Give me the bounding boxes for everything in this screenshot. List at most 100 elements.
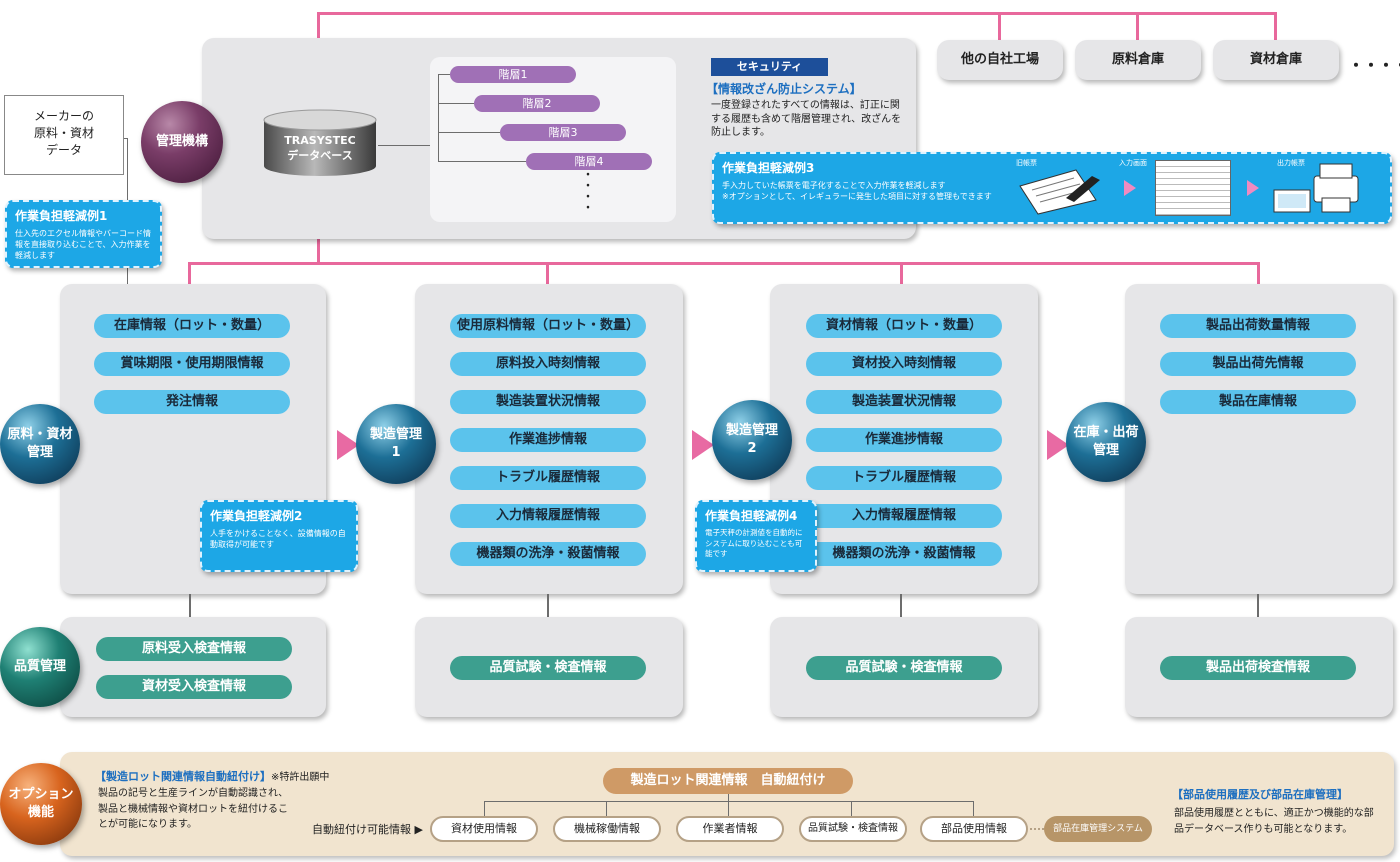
hierarchy-level-4: 階層4 (526, 153, 652, 170)
stage4-item: 製品出荷数量情報 (1160, 314, 1356, 338)
stem (547, 594, 549, 618)
stage2-item: 原料投入時刻情報 (450, 352, 646, 376)
callout-workload-4: 作業負担軽減例4 電子天秤の計測値を自動的にシステムに取り込むことも可能です (695, 500, 817, 572)
stage3-item: 作業進捗情報 (806, 428, 1002, 452)
tree-branch-3 (438, 132, 500, 133)
option-item: 機械稼働情報 (553, 816, 661, 842)
stage3-item: 資材投入時刻情報 (806, 352, 1002, 376)
stem (1257, 594, 1259, 618)
callout-workload-1: 作業負担軽減例1 仕入先のエクセル情報やバーコード情報を直接取り込むことで、入力… (5, 200, 162, 268)
printer-computer-icon (1273, 163, 1359, 213)
callout-3-label-old: 旧帳票 (1016, 159, 1037, 167)
manufacturer-connector (124, 138, 128, 139)
stage1-item: 在庫情報（ロット・数量） (94, 314, 290, 338)
option-root-pill: 製造ロット関連情報 自動紐付け (603, 768, 853, 794)
stage3-item: 製造装置状況情報 (806, 390, 1002, 414)
option-right-title: 【部品使用履歴及び部品在庫管理】 (1172, 788, 1348, 801)
stage2-item: 入力情報履歴情報 (450, 504, 646, 528)
option-body: 製品の記号と生産ラインが自動認識され、製品と機械情報や資材ロットを紐付けることが… (98, 788, 289, 830)
database-cylinder (263, 109, 377, 176)
callout-1-title: 作業負担軽減例1 (15, 209, 108, 223)
option-tree-leg (606, 801, 607, 817)
option-title: 【製造ロット関連情報自動紐付け】※特許出願中 (95, 768, 329, 784)
quality-item: 原料受入検査情報 (96, 637, 292, 661)
security-badge: セキュリティ (711, 58, 828, 76)
option-note: ※特許出願中 (271, 772, 330, 783)
database-subtitle: データベース (287, 148, 353, 162)
flow-arrow-icon (337, 430, 359, 460)
stem (189, 594, 191, 618)
manufacturer-box: メーカーの 原料・資材 データ (4, 95, 124, 175)
locations-more: ・・・・・ (1348, 56, 1400, 75)
location-raw-warehouse: 原料倉庫 (1075, 40, 1201, 80)
callout-3-body: 手入力していた帳票を電子化することで入力作業を軽減します ※オプションとして、イ… (722, 181, 992, 202)
option-tree-trunk (728, 794, 729, 802)
tree-branch-4 (438, 161, 526, 162)
paper-form-icon (1019, 169, 1100, 215)
option-right-body: 部品使用履歴とともに、適正かつ機能的な部品データベース作りも可能となります。 (1174, 808, 1374, 835)
callout-1-body: 仕入先のエクセル情報やバーコード情報を直接取り込むことで、入力作業を軽減します (15, 229, 151, 261)
manufacturer-line2: 原料・資材 (33, 125, 94, 140)
stage3-item: 入力情報履歴情報 (806, 504, 1002, 528)
stage2-item: 使用原料情報（ロット・数量） (450, 314, 646, 338)
stage-sphere-shipping: 在庫・出荷 管理 (1066, 402, 1146, 482)
arrow-icon (1247, 180, 1259, 196)
stage3-item: 資材情報（ロット・数量） (806, 314, 1002, 338)
top-connector-line (317, 12, 1277, 15)
stage2-item: トラブル履歴情報 (450, 466, 646, 490)
quality-panel-1 (60, 617, 326, 717)
option-item: 部品使用情報 (920, 816, 1028, 842)
option-item: 作業者情報 (676, 816, 784, 842)
link-material-warehouse (1274, 12, 1277, 42)
quality-item: 品質試験・検査情報 (450, 656, 646, 680)
quality-item: 製品出荷検査情報 (1160, 656, 1356, 680)
hierarchy-level-1: 階層1 (450, 66, 576, 83)
manufacturer-line3: データ (45, 142, 82, 157)
flow-arrow-icon (1047, 430, 1069, 460)
quality-sphere: 品質管理 (0, 627, 80, 707)
input-screen-icon (1155, 160, 1231, 216)
stage1-item: 発注情報 (94, 390, 290, 414)
hierarchy-level-3: 階層3 (500, 124, 626, 141)
callout-4-body: 電子天秤の計測値を自動的にシステムに取り込むことも可能です (705, 528, 803, 558)
callout-4-title: 作業負担軽減例4 (705, 509, 798, 523)
callout-2-body: 人手をかけることなく、設備情報の自動取得が可能です (210, 529, 346, 550)
option-item: 資材使用情報 (430, 816, 538, 842)
option-tree-leg (728, 801, 729, 817)
option-title-text: 【製造ロット関連情報自動紐付け】 (95, 770, 271, 783)
security-body: 一度登録されたすべての情報は、訂正に関する履歴も含めて階層管理され、改ざんを防止… (711, 100, 902, 138)
tree-branch-1 (438, 74, 450, 75)
quality-item: 資材受入検査情報 (96, 675, 292, 699)
stage4-item: 製品出荷先情報 (1160, 352, 1356, 376)
stage2-item: 製造装置状況情報 (450, 390, 646, 414)
stage2-item: 機器類の洗浄・殺菌情報 (450, 542, 646, 566)
database-label: TRASYSTEC データベース (262, 134, 378, 164)
callout-workload-2: 作業負担軽減例2 人手をかけることなく、設備情報の自動取得が可能です (200, 500, 358, 572)
stage-sphere-manufacturing-2: 製造管理 2 (712, 400, 792, 480)
option-tree-leg (973, 801, 974, 817)
option-dots (1030, 828, 1044, 830)
stage1-item: 賞味期限・使用期限情報 (94, 352, 290, 376)
db-to-tree-line (378, 145, 430, 146)
stage3-item: トラブル履歴情報 (806, 466, 1002, 490)
location-material-warehouse: 資材倉庫 (1213, 40, 1339, 80)
stage2-item: 作業進捗情報 (450, 428, 646, 452)
callout-3-title: 作業負担軽減例3 (722, 161, 815, 175)
stage4-item: 製品在庫情報 (1160, 390, 1356, 414)
stem (900, 594, 902, 618)
option-label: 自動紐付け可能情報 ▶ (312, 823, 423, 836)
arrow-icon (1124, 180, 1136, 196)
callout-3-label-input: 入力画面 (1119, 159, 1147, 167)
option-item: 品質試験・検査情報 (799, 816, 907, 842)
tree-branch-2 (438, 103, 474, 104)
option-tree-bar (484, 801, 974, 802)
callout-3-label-output: 出力帳票 (1277, 159, 1305, 167)
stage-sphere-material: 原料・資材 管理 (0, 404, 80, 484)
callout-2-title: 作業負担軽減例2 (210, 509, 303, 523)
stage-connector-line (188, 262, 1260, 265)
flow-arrow-icon (692, 430, 714, 460)
location-other-factory: 他の自社工場 (937, 40, 1063, 80)
tree-trunk (438, 74, 439, 162)
option-extra-pill: 部品在庫管理システム (1044, 816, 1152, 842)
option-tree-leg (851, 801, 852, 817)
